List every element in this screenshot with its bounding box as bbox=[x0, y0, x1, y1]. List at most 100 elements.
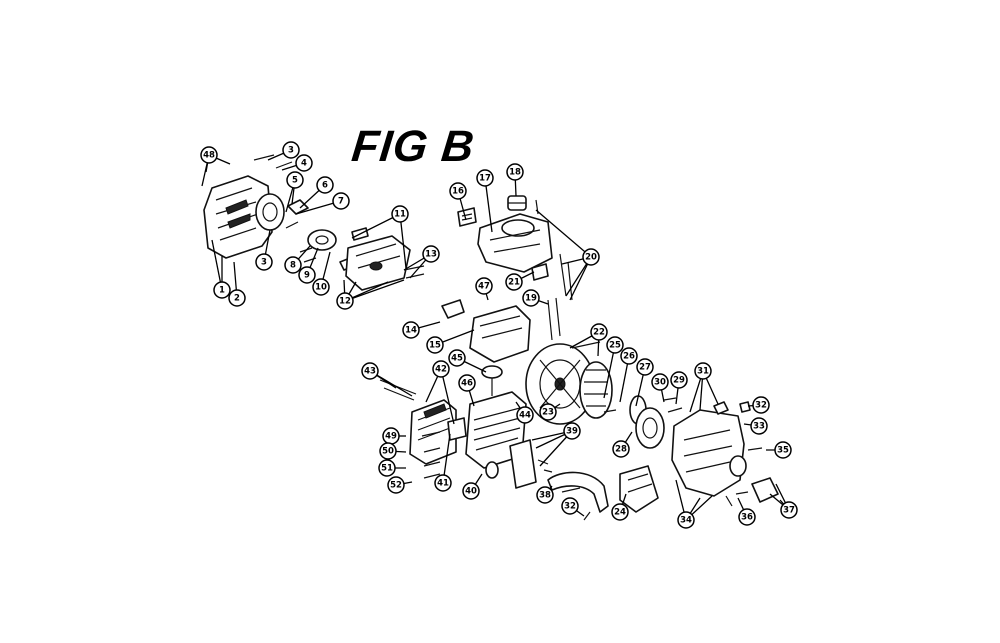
callout-circle bbox=[378, 459, 396, 477]
callout-25: 25 bbox=[606, 336, 624, 354]
callout-number: 32 bbox=[755, 401, 767, 411]
callout-circle bbox=[752, 396, 770, 414]
callout-44: 44 bbox=[516, 406, 534, 424]
callout-number: 36 bbox=[741, 513, 753, 523]
callout-number: 7 bbox=[338, 197, 344, 207]
callout-42: 42 bbox=[432, 360, 450, 378]
callout-22: 22 bbox=[590, 323, 608, 341]
starter-housing-group bbox=[203, 154, 355, 271]
callout-3: 3 bbox=[282, 141, 300, 159]
callout-11: 11 bbox=[391, 205, 409, 223]
callout-circle bbox=[426, 336, 444, 354]
engine-core-group bbox=[441, 299, 537, 489]
pawl-plate bbox=[287, 199, 309, 215]
callout-number: 30 bbox=[654, 378, 666, 388]
callout-52: 52 bbox=[387, 476, 405, 494]
callout-number: 15 bbox=[429, 341, 441, 351]
callout-number: 6 bbox=[322, 181, 328, 191]
callout-18: 18 bbox=[506, 163, 524, 181]
callout-number: 27 bbox=[639, 363, 651, 373]
callout-6: 6 bbox=[316, 176, 334, 194]
callout-29: 29 bbox=[670, 371, 688, 389]
callout-circle bbox=[432, 360, 450, 378]
muffler bbox=[409, 399, 457, 465]
callout-circle bbox=[228, 289, 246, 307]
callout-number: 48 bbox=[203, 151, 215, 161]
callout-46: 46 bbox=[458, 374, 476, 392]
flywheel-group bbox=[525, 341, 617, 425]
callout-number: 19 bbox=[525, 294, 537, 304]
callout-circle bbox=[255, 253, 273, 271]
callout-number: 17 bbox=[479, 174, 491, 184]
callout-number: 28 bbox=[615, 445, 627, 455]
callout-49: 49 bbox=[382, 427, 400, 445]
callout-number: 37 bbox=[783, 506, 795, 516]
callout-circle bbox=[462, 482, 480, 500]
gasket bbox=[441, 299, 465, 319]
lower-parts-group bbox=[537, 459, 659, 521]
callout-31: 31 bbox=[694, 362, 712, 380]
callout-number: 38 bbox=[539, 491, 551, 501]
callout-number: 33 bbox=[753, 422, 765, 432]
callout-4: 4 bbox=[295, 154, 313, 172]
callout-number: 52 bbox=[390, 481, 402, 491]
callout-circle bbox=[361, 362, 379, 380]
callout-circle bbox=[590, 323, 608, 341]
handle-bracket bbox=[619, 465, 659, 513]
callout-34: 34 bbox=[677, 511, 695, 529]
callout-circle bbox=[516, 406, 534, 424]
callout-40: 40 bbox=[462, 482, 480, 500]
engine-housing-group bbox=[671, 401, 779, 507]
callout-13: 13 bbox=[422, 245, 440, 263]
callout-circle bbox=[387, 476, 405, 494]
callout-16: 16 bbox=[449, 182, 467, 200]
callout-circle bbox=[422, 245, 440, 263]
callout-35: 35 bbox=[774, 441, 792, 459]
callout-23: 23 bbox=[539, 403, 557, 421]
callout-circle bbox=[448, 349, 466, 367]
callout-circle bbox=[434, 474, 452, 492]
callout-circle bbox=[316, 176, 334, 194]
spark-plug bbox=[509, 439, 537, 489]
callout-number: 8 bbox=[290, 261, 296, 271]
callout-circle bbox=[312, 278, 330, 296]
tank-filter bbox=[457, 207, 477, 227]
callout-5: 5 bbox=[286, 171, 304, 189]
throttle-tube bbox=[547, 471, 609, 513]
callout-number: 46 bbox=[461, 379, 473, 389]
callout-32: 32 bbox=[561, 497, 579, 515]
callout-circle bbox=[780, 501, 798, 519]
callout-number: 47 bbox=[478, 282, 490, 292]
callout-number: 29 bbox=[673, 376, 685, 386]
callout-circle bbox=[677, 511, 695, 529]
callout-circle bbox=[449, 182, 467, 200]
callout-circle bbox=[582, 248, 600, 266]
leader-line bbox=[535, 209, 592, 258]
callout-14: 14 bbox=[402, 321, 420, 339]
callout-number: 50 bbox=[382, 447, 394, 457]
starter-pulley bbox=[255, 193, 285, 231]
starter-housing bbox=[203, 175, 273, 259]
callout-circle bbox=[282, 141, 300, 159]
callout-circle bbox=[391, 205, 409, 223]
callout-circle bbox=[332, 192, 350, 210]
callout-number: 43 bbox=[364, 367, 376, 377]
callout-7: 7 bbox=[332, 192, 350, 210]
sprocket bbox=[635, 407, 665, 449]
callout-number: 20 bbox=[585, 253, 597, 263]
callout-number: 34 bbox=[680, 516, 692, 526]
callout-number: 51 bbox=[381, 464, 393, 474]
callout-32: 32 bbox=[752, 396, 770, 414]
callout-number: 42 bbox=[435, 365, 447, 375]
callout-number: 25 bbox=[609, 341, 621, 351]
leader-line bbox=[603, 344, 616, 399]
callout-33: 33 bbox=[750, 417, 768, 435]
callout-21: 21 bbox=[505, 273, 523, 291]
leader-line bbox=[440, 368, 455, 425]
callout-number: 45 bbox=[451, 354, 463, 364]
callout-circle bbox=[506, 163, 524, 181]
callout-number: 9 bbox=[304, 271, 310, 281]
callout-number: 35 bbox=[777, 446, 789, 456]
